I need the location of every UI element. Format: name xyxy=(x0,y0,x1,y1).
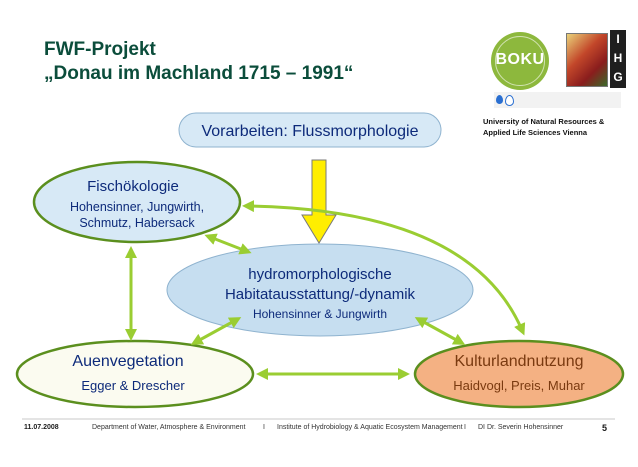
footer: 11.07.2008 Department of Water, Atmosphe… xyxy=(0,423,638,438)
fisch-title: Fischökologie xyxy=(87,178,179,195)
ihg-letter-i: I xyxy=(616,32,620,46)
kultur-people: Haidvogl, Preis, Muhar xyxy=(453,378,585,393)
footer-separator-1: I xyxy=(263,424,265,431)
kultur-node xyxy=(413,339,625,409)
arrow-fisch-hydro xyxy=(204,233,252,255)
arrow-hydro-kultur xyxy=(414,317,466,345)
boku-logo: BOKU xyxy=(491,32,549,90)
university-line-1: University of Natural Resources & xyxy=(483,117,605,126)
arrow-hydro-auen xyxy=(190,317,242,345)
ihg-logo-letters: I H G xyxy=(610,30,626,88)
water-drops-bar xyxy=(494,92,621,108)
footer-department: Department of Water, Atmosphere & Enviro… xyxy=(92,424,246,431)
drop-icon xyxy=(496,95,503,104)
footer-separator-2: I xyxy=(464,424,466,431)
footer-page-number: 5 xyxy=(602,423,608,433)
auen-title: Auenvegetation xyxy=(72,353,183,370)
vorarbeiten-box xyxy=(178,112,442,148)
yellow-down-arrow xyxy=(301,159,337,244)
hydro-title-2: Habitatausstattung/-dynamik xyxy=(225,286,416,303)
title-line-2: „Donau im Machland 1715 – 1991“ xyxy=(44,63,354,84)
footer-author: DI Dr. Severin Hohensinner xyxy=(478,424,564,431)
drop-outline-icon xyxy=(505,95,514,106)
university-line-2: Applied Life Sciences Vienna xyxy=(483,128,588,137)
boku-logo-ring xyxy=(495,36,545,86)
fisch-people-2: Schmutz, Habersack xyxy=(79,216,195,230)
vorarbeiten-title: Vorarbeiten: Flussmorphologie xyxy=(201,123,418,140)
arrow-fisch-kultur xyxy=(242,200,526,336)
footer-institute: Institute of Hydrobiology & Aquatic Ecos… xyxy=(277,424,463,431)
ihg-letter-g: G xyxy=(613,70,623,84)
hydro-title-1: hydromorphologische xyxy=(248,266,391,283)
ihg-letter-h: H xyxy=(613,51,623,65)
boku-logo-text: BOKU xyxy=(495,51,545,68)
hydro-people: Hohensinner & Jungwirth xyxy=(253,307,387,321)
auen-node xyxy=(15,339,255,409)
fisch-people-1: Hohensinner, Jungwirth, xyxy=(70,200,204,214)
fisch-node xyxy=(32,160,242,244)
ihg-logo-image xyxy=(566,33,608,87)
slide-title: FWF-Projekt „Donau im Machland 1715 – 19… xyxy=(44,38,353,86)
university-name: University of Natural Resources & Applie… xyxy=(483,116,633,138)
title-line-1: FWF-Projekt xyxy=(44,39,156,60)
footer-date: 11.07.2008 xyxy=(24,424,59,431)
auen-people: Egger & Drescher xyxy=(81,378,185,393)
kultur-title: Kulturlandnutzung xyxy=(455,353,584,370)
